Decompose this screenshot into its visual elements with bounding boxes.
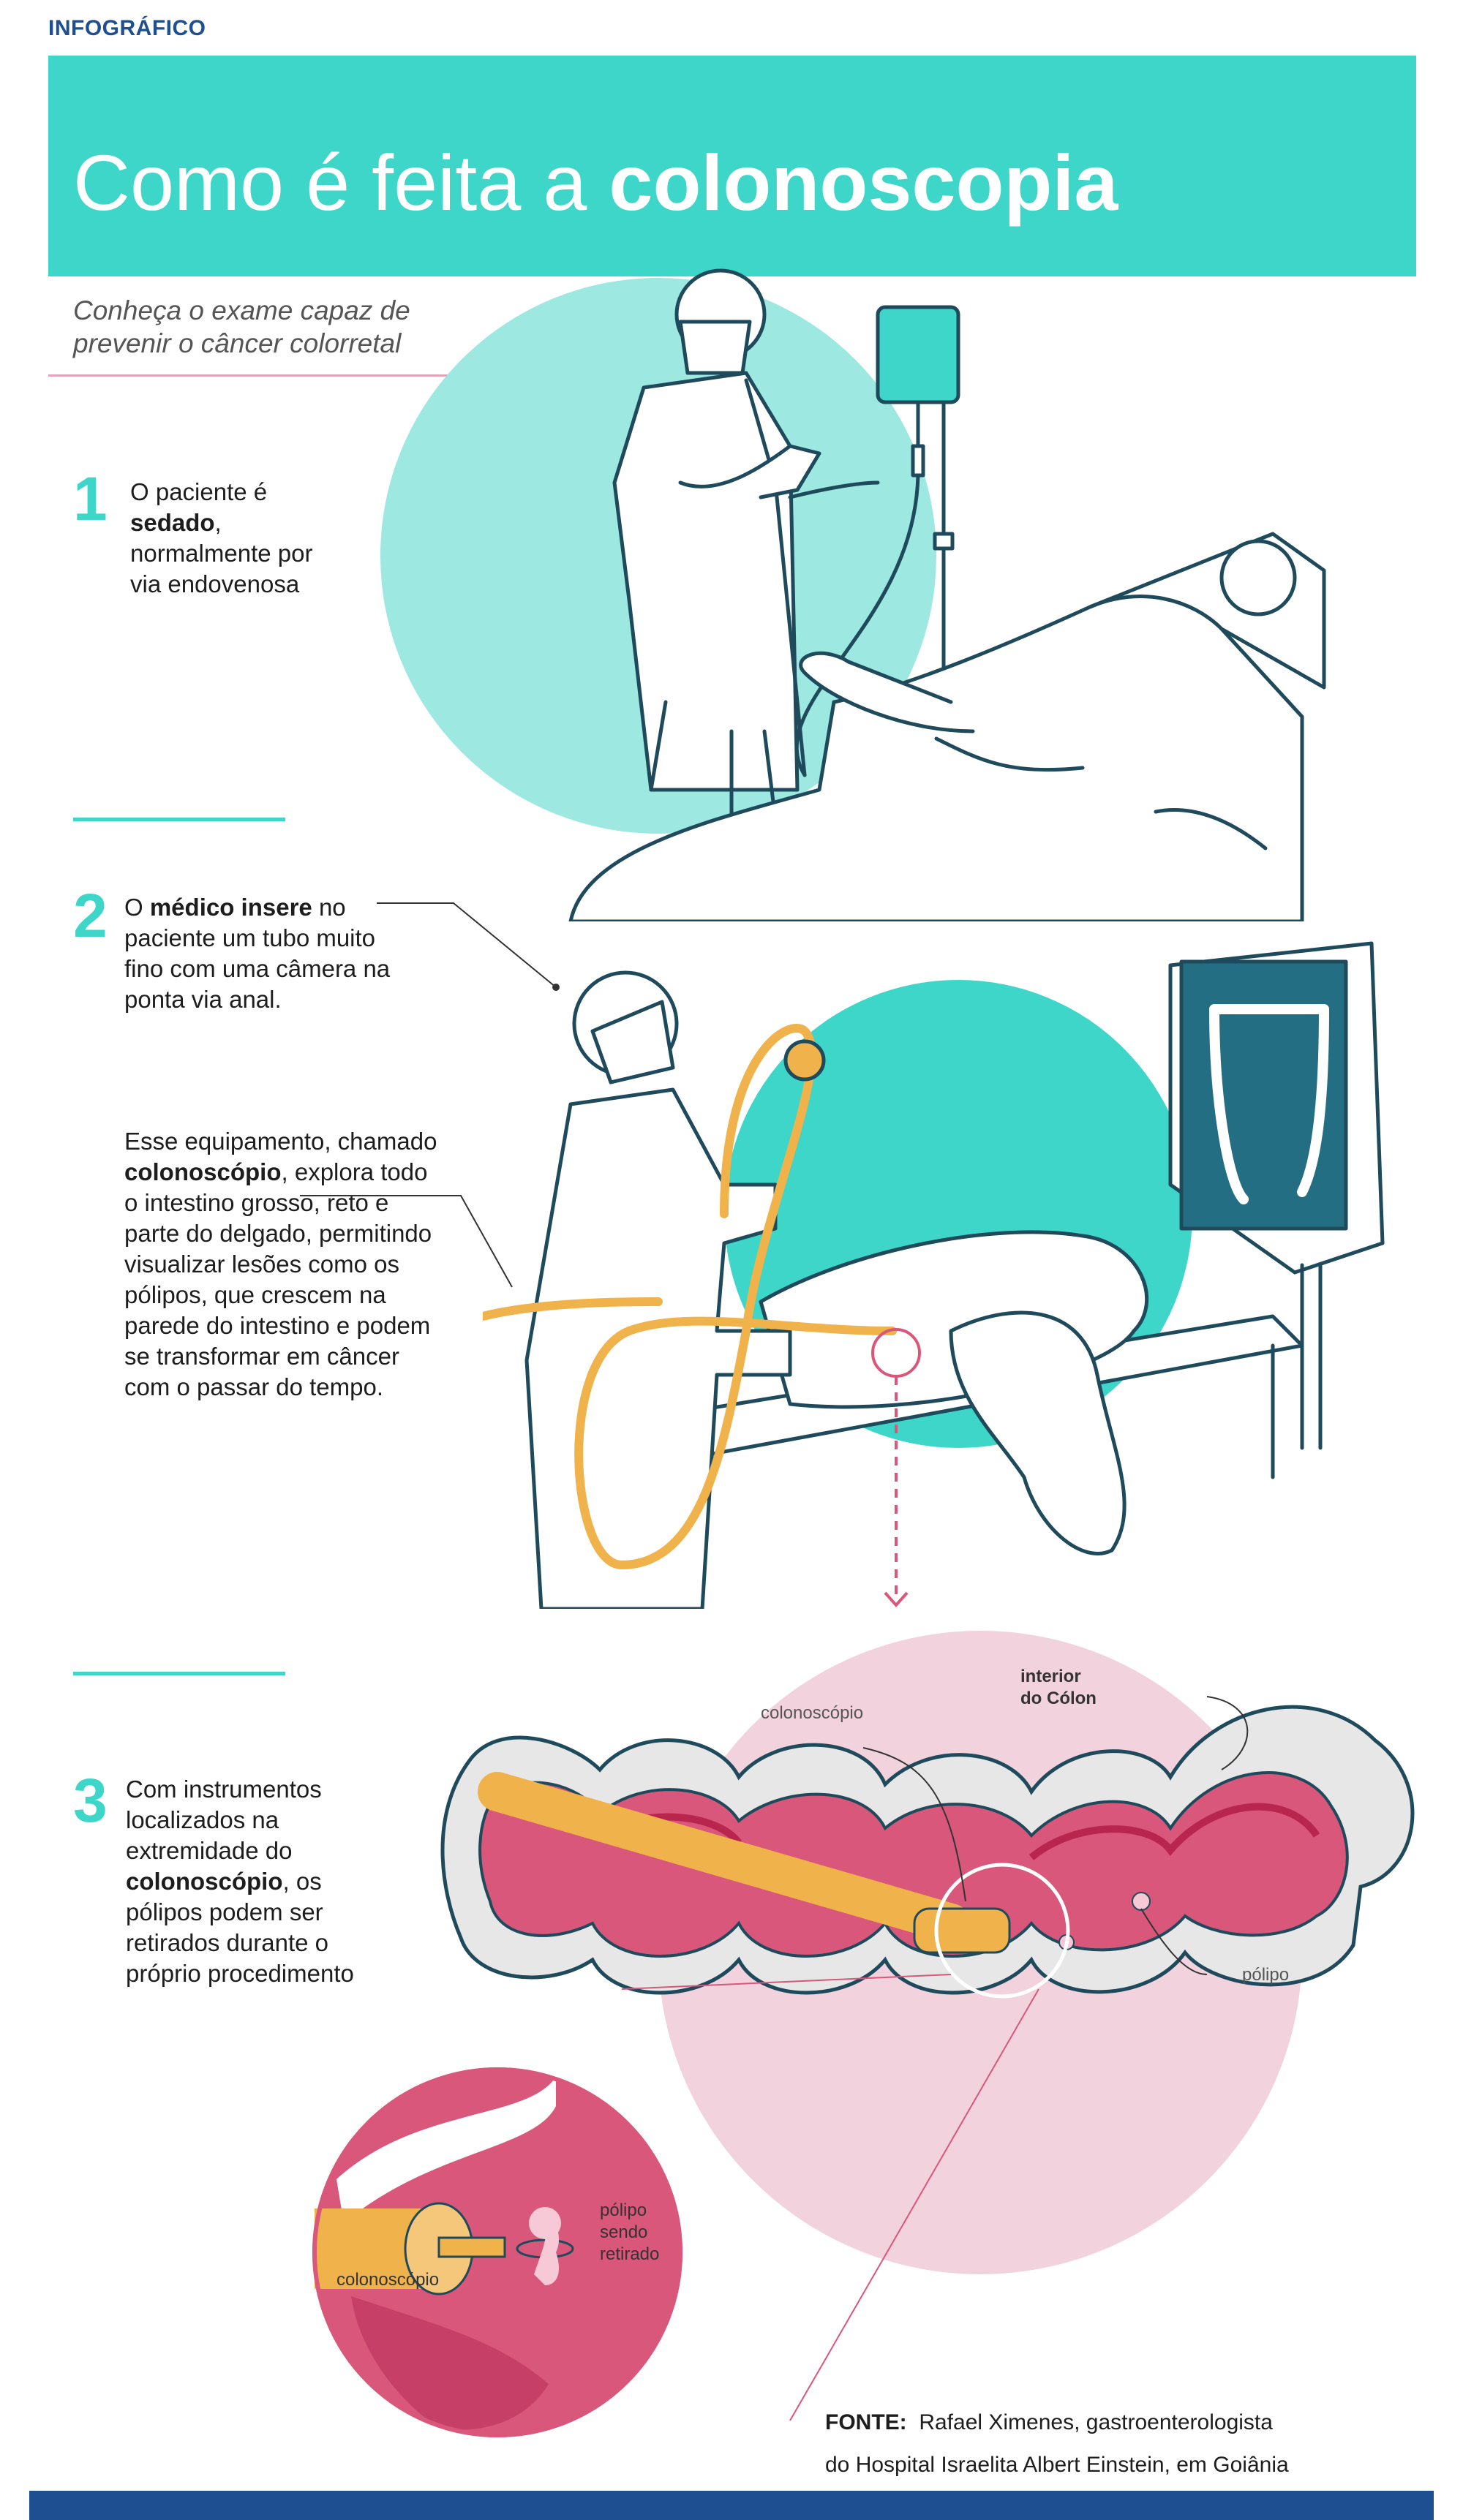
title-regular: Como é feita a <box>73 138 609 227</box>
subtitle: Conheça o exame capaz de prevenir o cânc… <box>73 295 410 359</box>
patient-head <box>1219 539 1297 616</box>
patient-arm <box>799 651 975 733</box>
source-line-2: do Hospital Israelita Albert Einstein, e… <box>825 2453 1289 2477</box>
title-banner <box>48 56 1416 276</box>
colon-illustration: colonoscópio interior do Cólon pólipo pó… <box>312 1631 1415 2437</box>
label-colonoscopio: colonoscópio <box>761 1703 863 1723</box>
title-bold: colonoscopia <box>609 138 1118 227</box>
step-2-detail-text: Esse equipamento, chamado colonoscópio, … <box>124 1128 437 1400</box>
section-divider-1 <box>73 818 285 821</box>
step-2-leader <box>377 902 560 991</box>
step-3-number: 3 <box>73 1766 108 1835</box>
step-1-text: O paciente é sedado, normalmente por via… <box>130 478 313 597</box>
procedure-illustration <box>483 941 1385 1609</box>
source-credit: FONTE: Rafael Ximenes, gastroenterologis… <box>825 2402 1425 2486</box>
source-label: FONTE: <box>825 2410 907 2434</box>
polyp <box>1132 1892 1151 1911</box>
section-divider-2 <box>73 1672 285 1675</box>
colonoscope-tube <box>478 1772 971 1943</box>
label-polipo: pólipo <box>1242 1965 1289 1985</box>
iv-bag <box>876 305 960 404</box>
label-interior-1: interior <box>1020 1667 1081 1686</box>
label-polipo-retirado-2: sendo <box>600 2222 647 2242</box>
label-polipo-retirado-3: retirado <box>600 2244 659 2264</box>
step-2-text: O médico insere no paciente um tubo muit… <box>124 894 391 1013</box>
sedation-illustration <box>380 268 1326 921</box>
label-interior-2: do Cólon <box>1020 1689 1097 1708</box>
patient-blanket <box>568 595 1304 921</box>
zoom-circle-border <box>312 2067 682 2437</box>
step-2-number: 2 <box>73 881 108 950</box>
subtitle-divider <box>48 374 455 377</box>
label-polipo-retirado-1: pólipo <box>600 2200 647 2220</box>
zoom-detail <box>312 2067 682 2437</box>
kicker-label: INFOGRÁFICO <box>48 16 206 40</box>
source-line-1: Rafael Ximenes, gastroenterologista <box>919 2410 1273 2434</box>
doctor-coat-2 <box>524 1087 792 1609</box>
step-2-detail-leader <box>300 1195 513 1288</box>
zoom-focus-circle <box>934 1863 1070 1999</box>
page-title: Como é feita a colonoscopia <box>73 143 1118 222</box>
label-colonoscopio-zoom: colonoscópio <box>336 2270 439 2290</box>
footer-bar <box>29 2491 1434 2520</box>
step-3-text: Com instrumentos localizados na extremid… <box>126 1776 354 1987</box>
patient-blanket-2 <box>949 1310 1127 1555</box>
step-1-number: 1 <box>73 464 108 533</box>
